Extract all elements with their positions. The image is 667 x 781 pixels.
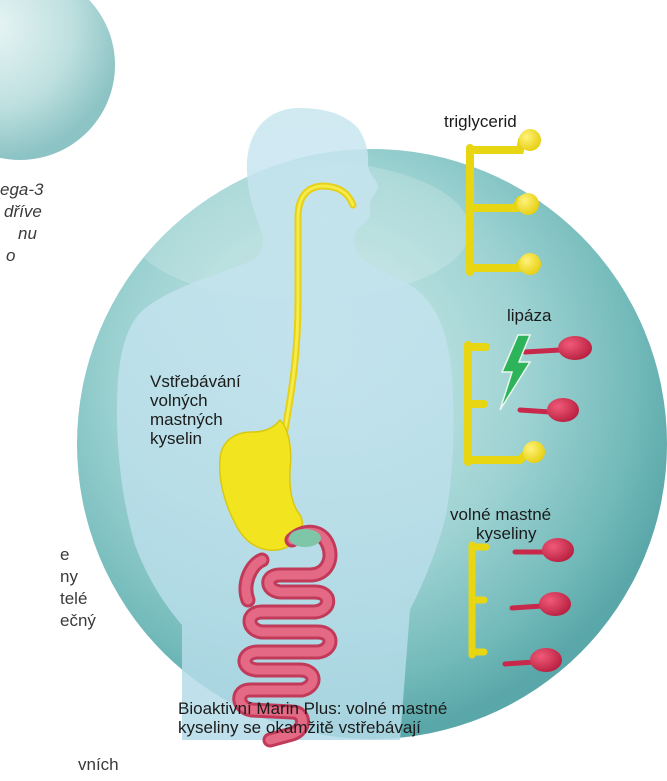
side-italic-3: nu — [18, 224, 37, 244]
side-italic-4: o — [6, 246, 15, 266]
label-absorption-2: volných — [150, 391, 208, 410]
small-bubble — [0, 0, 115, 160]
label-absorption-3: mastných — [150, 410, 223, 429]
duodenum-patch — [289, 529, 321, 547]
label-free-fatty-acids-1: volné mastné — [450, 505, 551, 524]
side-text-5: vních — [78, 755, 119, 775]
caption-line-2: kyseliny se okamžitě vstřebávají — [178, 718, 421, 737]
label-absorption-4: kyselin — [150, 429, 202, 448]
side-text-1: e — [60, 545, 69, 565]
caption-line-1: Bioaktivní Marin Plus: volné mastné — [178, 699, 447, 718]
label-absorption-1: Vstřebávání — [150, 372, 241, 391]
side-text-2: ny — [60, 567, 78, 587]
label-triglycerid: triglycerid — [444, 112, 517, 131]
side-text-3: telé — [60, 589, 87, 609]
label-lipaza: lipáza — [507, 306, 551, 325]
side-text-4: ečný — [60, 611, 96, 631]
label-free-fatty-acids-2: kyseliny — [476, 524, 536, 543]
side-italic-2: dříve — [4, 202, 42, 222]
side-italic-1: ega-3 — [0, 180, 43, 200]
